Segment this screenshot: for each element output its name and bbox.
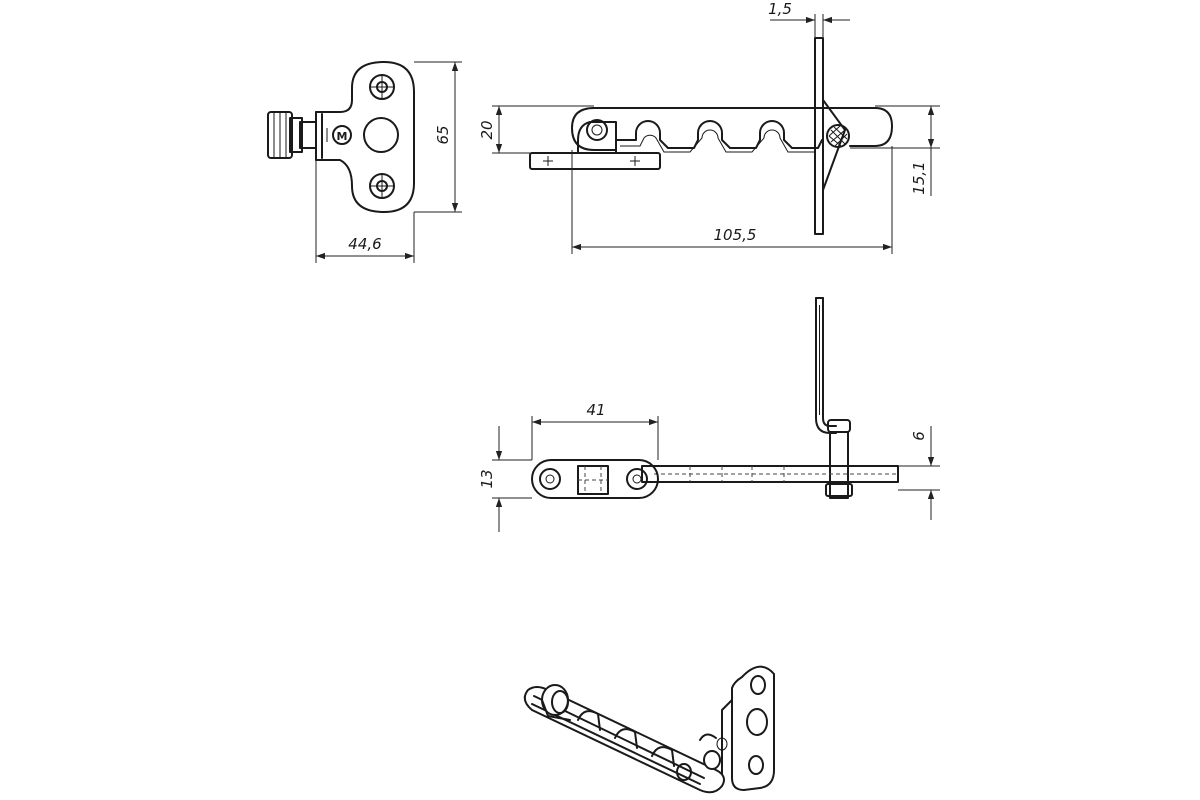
dim-front-height: 65	[434, 125, 452, 144]
isometric-view	[523, 665, 775, 794]
dim-top-length: 105,5	[714, 226, 757, 244]
side-view: 41 13 6	[478, 297, 940, 532]
dim-top-height: 20	[478, 120, 496, 139]
logo-badge	[332, 125, 352, 145]
dim-front-width: 44,6	[348, 235, 381, 253]
dim-top-right-height: 15,1	[910, 161, 928, 194]
dim-side-pin: 6	[910, 431, 928, 441]
dim-side-height: 13	[478, 469, 496, 488]
front-view: M 65 44,6	[267, 61, 462, 263]
dim-top-thickness: 1,5	[768, 0, 792, 18]
top-view: 1,5 20 15,1 105,5	[478, 0, 940, 254]
logo-mark: M	[337, 130, 348, 143]
dim-side-spacing: 41	[586, 401, 605, 419]
